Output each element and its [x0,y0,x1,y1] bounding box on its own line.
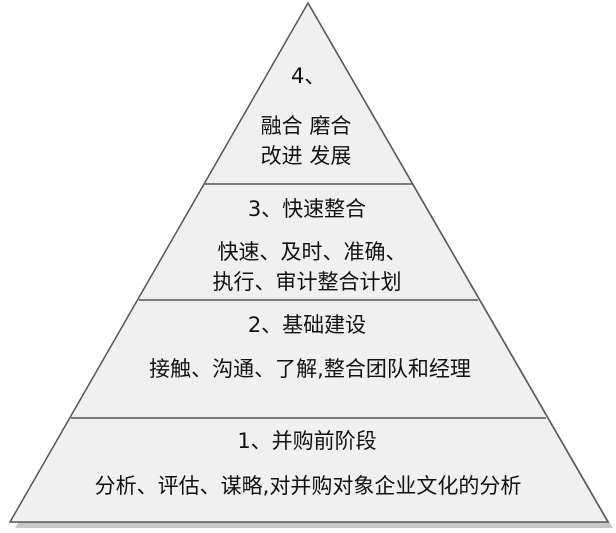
level-4-title: 4、 [291,64,325,88]
level-2-title: 2、基础建设 [248,313,366,337]
pyramid-level-4: 4、 融合 磨合 改进 发展 [261,64,352,168]
level-1-line-1: 分析、评估、谋略,对并购对象企业文化的分析 [95,474,522,498]
level-1-title: 1、并购前阶段 [237,429,376,453]
pyramid-level-2: 2、基础建设 接触、沟通、了解,整合团队和经理 [149,313,471,381]
pyramid-body [8,1,610,523]
pyramid-level-3: 3、快速整合 快速、及时、准确、 执行、审计整合计划 [213,197,407,294]
level-3-line-2: 执行、审计整合计划 [213,270,402,294]
pyramid-level-1: 1、并购前阶段 分析、评估、谋略,对并购对象企业文化的分析 [95,429,522,498]
level-2-line-1: 接触、沟通、了解,整合团队和经理 [149,357,471,381]
level-4-line-1: 融合 磨合 [261,114,352,138]
level-4-line-2: 改进 发展 [261,144,352,168]
level-3-title: 3、快速整合 [248,197,366,221]
level-3-line-1: 快速、及时、准确、 [218,240,407,264]
